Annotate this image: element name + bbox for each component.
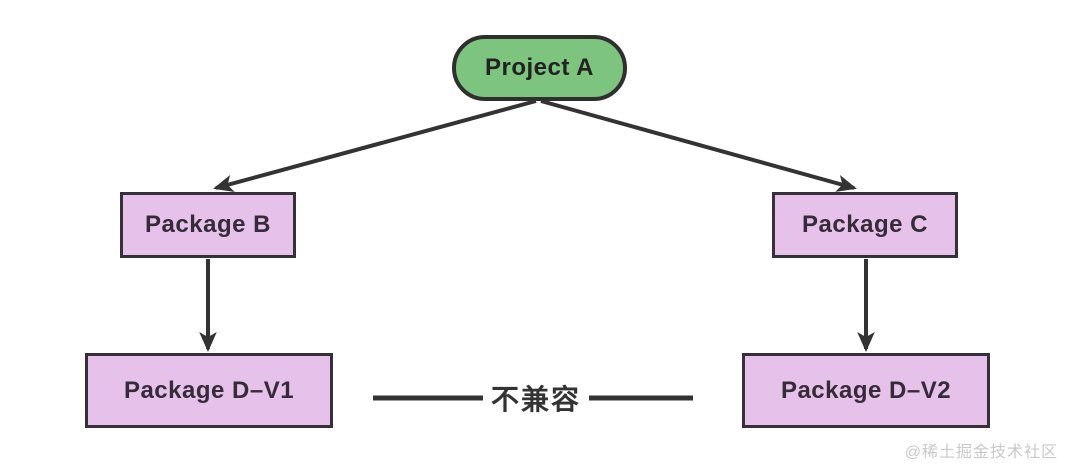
- edge-projectA-packageB: [213, 99, 537, 193]
- watermark-juejin-community: @稀土掘金技术社区: [904, 444, 1058, 461]
- node-project-a: Project A: [452, 35, 627, 101]
- node-package-d-v1: Package D–V1: [85, 353, 333, 428]
- node-package-d-v1-label: Package D–V1: [123, 376, 295, 404]
- node-package-d-v2: Package D–V2: [742, 353, 990, 428]
- node-package-b: Package B: [120, 192, 296, 258]
- incompatible-edge-label: 不兼容: [482, 378, 590, 418]
- node-project-a-label: Project A: [485, 54, 594, 81]
- node-package-c-label: Package C: [802, 211, 928, 238]
- node-package-c: Package C: [772, 192, 958, 258]
- node-package-b-label: Package B: [145, 211, 271, 238]
- node-package-d-v2-label: Package D–V2: [780, 376, 952, 404]
- edge-projectA-packageC: [540, 99, 857, 192]
